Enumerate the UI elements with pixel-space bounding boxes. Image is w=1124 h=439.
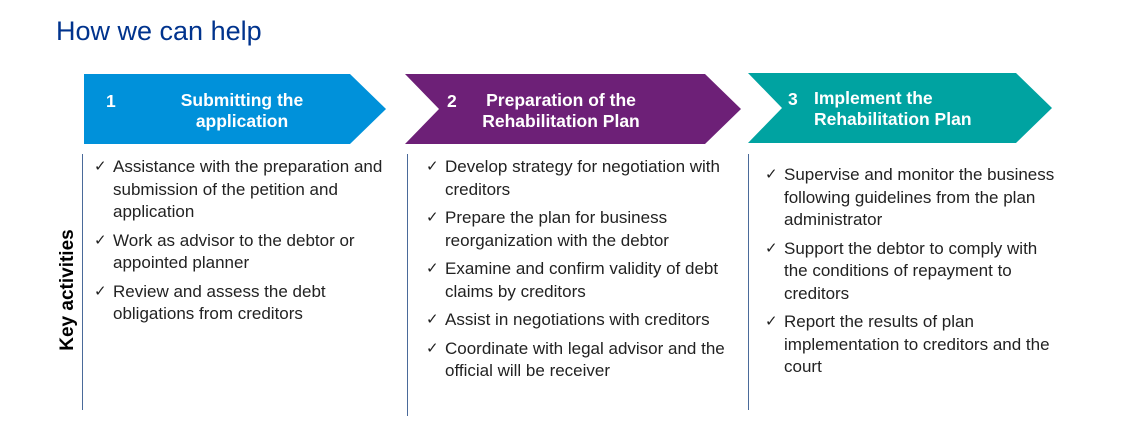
activity-text: Assist in negotiations with creditors: [445, 310, 710, 329]
step-2-number: 2: [447, 91, 457, 111]
checkmark-icon: ✓: [765, 239, 778, 257]
step-3-arrow: 3 Implement the Rehabilitation Plan: [748, 73, 1052, 143]
step-3-activities: ✓ Supervise and monitor the business foll…: [765, 164, 1055, 385]
step-2-label-line1: Preparation of the: [486, 90, 636, 110]
activity-text: Support the debtor to comply with the co…: [784, 238, 1038, 303]
step-2-arrow: 2 Preparation of the Rehabilitation Plan: [405, 74, 741, 144]
step-3-label-line1: Implement the: [814, 88, 933, 108]
checkmark-icon: ✓: [765, 166, 778, 183]
step-1-label-line2: application: [195, 111, 289, 131]
key-activities-text: Key activities: [57, 229, 78, 351]
activity-text: Prepare the plan for business reorganiza…: [445, 208, 669, 250]
step-1-number: 1: [106, 91, 116, 111]
step-3-label: Implement the Rehabilitation Plan: [814, 88, 1014, 130]
step-1-label-line1: Submitting the: [180, 90, 304, 110]
step-3-label-line2: Rehabilitation Plan: [814, 109, 972, 129]
step-2-label: Preparation of the Rehabilitation Plan: [471, 90, 651, 132]
activity-text: Review and assess the debt obligations f…: [113, 281, 326, 324]
column-divider-1: [82, 154, 83, 410]
activity-item: ✓ Support the debtor to comply with the c…: [765, 238, 1055, 306]
activity-text: Develop strategy for negotiation with cr…: [445, 157, 720, 199]
activity-item: ✓ Review and assess the debt obligations …: [94, 281, 394, 326]
activity-text: Report the results of plan implementatio…: [784, 312, 1050, 376]
activity-item: ✓ Assistance with the preparation and sub…: [94, 156, 394, 224]
activity-item: ✓ Prepare the plan for business reorganiz…: [426, 207, 736, 252]
page-title: How we can help: [56, 16, 262, 46]
checkmark-icon: ✓: [426, 158, 439, 175]
activity-text: Assistance with the preparation and subm…: [113, 157, 383, 221]
step-3-number: 3: [788, 89, 798, 109]
checkmark-icon: ✓: [426, 311, 439, 328]
checkmark-icon: ✓: [765, 313, 778, 330]
activity-item: ✓ Report the results of plan implementati…: [765, 311, 1055, 379]
step-2-label-line2: Rehabilitation Plan: [482, 111, 640, 131]
step-2-activities: ✓ Develop strategy for negotiation with c…: [426, 156, 736, 389]
activity-text: Examine and confirm validity of debt cla…: [445, 259, 719, 301]
checkmark-icon: ✓: [426, 339, 439, 357]
activity-item: ✓ Coordinate with legal advisor and the o…: [426, 338, 736, 383]
activity-text: Supervise and monitor the business follo…: [784, 165, 1055, 229]
step-1-activities: ✓ Assistance with the preparation and sub…: [94, 156, 394, 332]
step-1-arrow: 1 Submitting the application: [84, 74, 386, 144]
column-divider-3: [748, 154, 749, 410]
checkmark-icon: ✓: [426, 209, 439, 226]
activity-text: Work as advisor to the debtor or appoint…: [113, 230, 355, 273]
activity-item: ✓ Work as advisor to the debtor or appoin…: [94, 230, 394, 275]
checkmark-icon: ✓: [94, 158, 107, 175]
checkmark-icon: ✓: [426, 260, 439, 277]
checkmark-icon: ✓: [94, 282, 107, 300]
activity-item: ✓ Assist in negotiations with creditors: [426, 309, 736, 332]
activity-item: ✓ Examine and confirm validity of debt cl…: [426, 258, 736, 303]
activity-item: ✓ Develop strategy for negotiation with c…: [426, 156, 736, 201]
checkmark-icon: ✓: [94, 231, 107, 249]
activity-item: ✓ Supervise and monitor the business foll…: [765, 164, 1055, 232]
step-1-label: Submitting the application: [164, 90, 320, 132]
column-divider-2: [407, 154, 408, 416]
activity-text: Coordinate with legal advisor and the of…: [445, 338, 725, 381]
